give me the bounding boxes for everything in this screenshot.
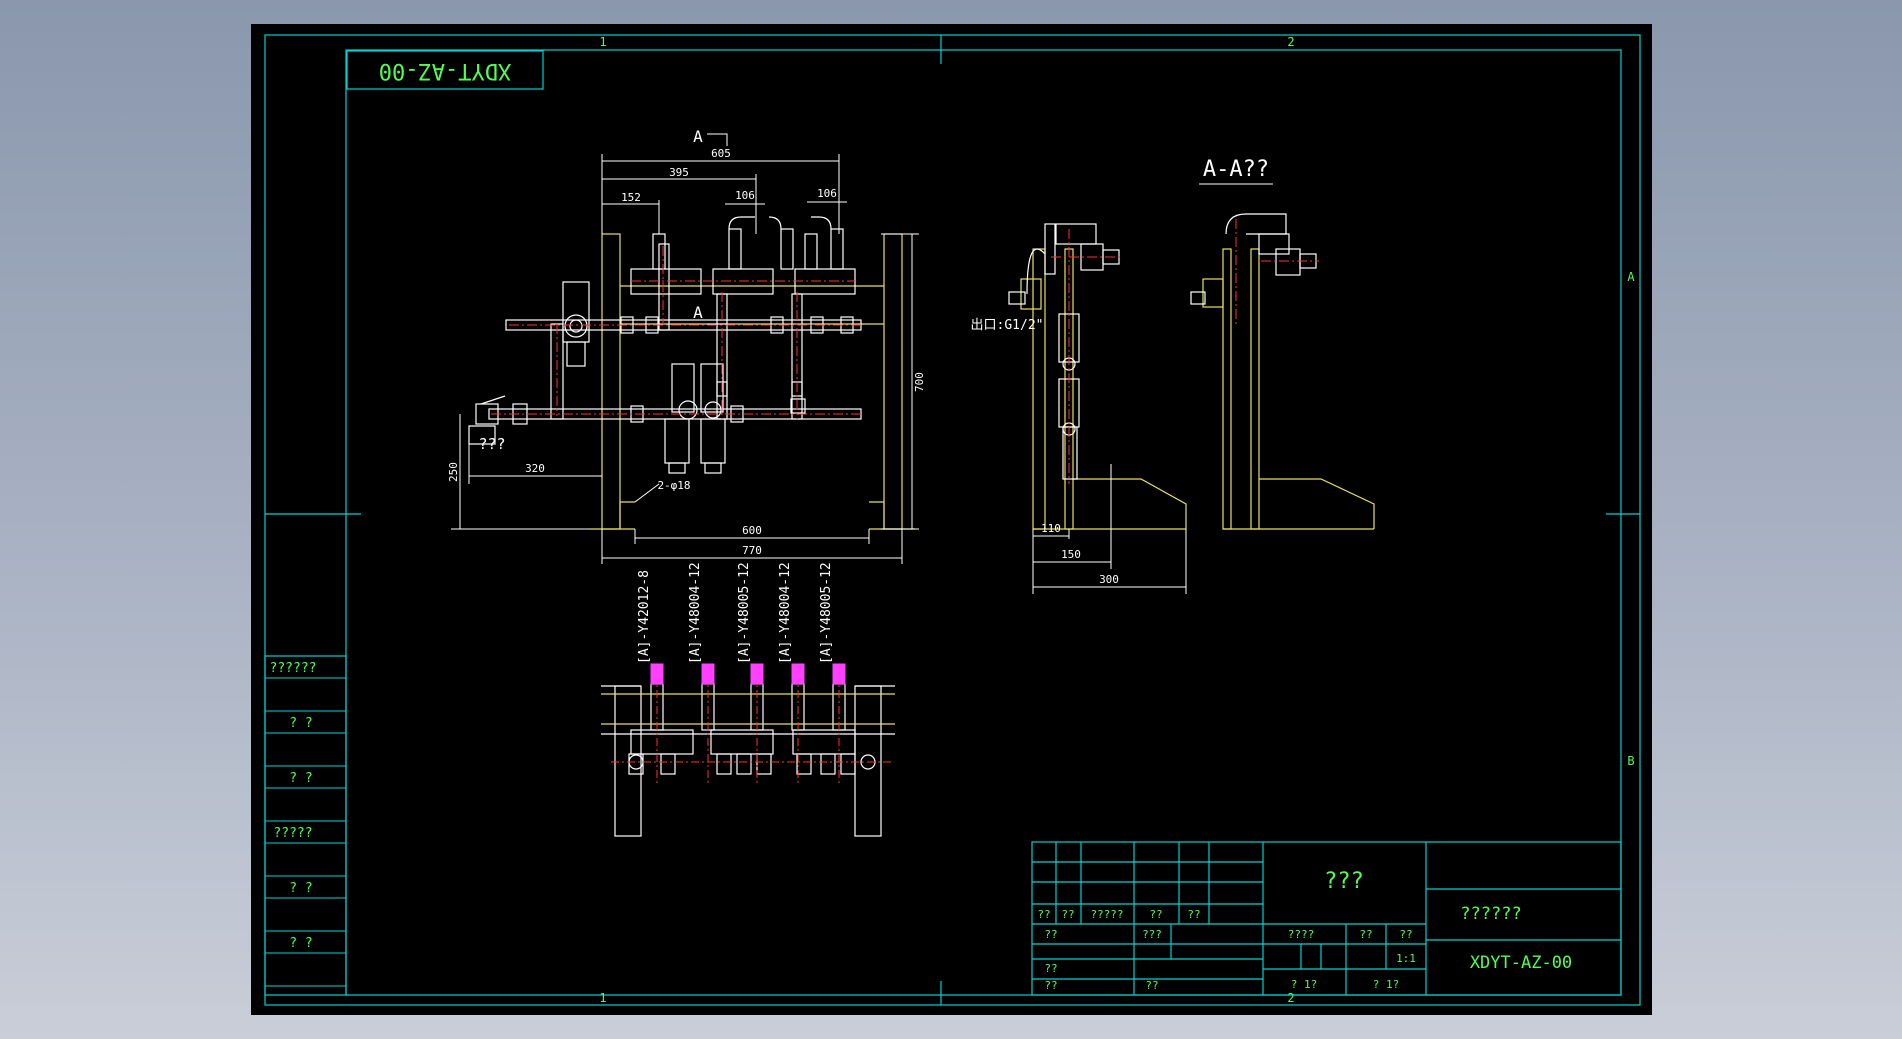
zone-bottom-1: 1 (599, 991, 606, 1005)
tb-hdr-1: ?? (1037, 908, 1050, 921)
title-block: ?? ?? ????? ?? ?? ?? ??? ?? ?? ?? ???? ?… (1031, 841, 1622, 996)
left-revision-strip: ?????? ? ? ? ? ????? ? ? ? ? (264, 655, 347, 996)
tb-scale-val: 1:1 (1396, 952, 1416, 965)
hole-note: 2-φ18 (657, 479, 690, 492)
dim-700: 700 (913, 372, 926, 392)
front-view: 605 395 152 106 106 700 250 320 600 770 … (447, 127, 926, 564)
dim-150: 150 (1061, 548, 1081, 561)
tb-row-c2: ?? (1145, 979, 1158, 992)
strip-cell-3: ? ? (289, 771, 312, 786)
dim-250: 250 (447, 462, 460, 482)
strip-cell-5: ? ? (289, 881, 312, 896)
dim-395: 395 (669, 166, 689, 179)
inlet-label: ??? (478, 435, 505, 453)
tb-hdr-5: ?? (1187, 908, 1200, 921)
tb-sheet-a: ? 1? (1291, 978, 1318, 991)
tb-row-b1: ?? (1044, 962, 1057, 975)
tb-drawing-name: ??? (1324, 869, 1364, 894)
drawing-viewport[interactable]: 1 2 1 2 A B XDYT-AZ-00 ?????? ? ? (251, 24, 1652, 1015)
outlet-label: 出口:G1/2" (971, 318, 1044, 333)
section-marker-top: A (693, 127, 703, 146)
tb-hdr-3: ????? (1090, 908, 1123, 921)
strip-cell-4: ????? (273, 826, 312, 841)
strip-cell-2: ? ? (289, 716, 312, 731)
tb-company: ?????? (1460, 904, 1521, 924)
tb-hdr-2: ?? (1061, 908, 1074, 921)
dim-770: 770 (742, 544, 762, 557)
sheet-frame (264, 34, 1641, 1006)
top-view: [A]-Y42012-8 [A]-Y48004-12 [A]-Y48005-12… (601, 562, 895, 837)
drawing-code-stamp: XDYT-AZ-00 (346, 50, 544, 90)
tb-code: XDYT-AZ-00 (1470, 953, 1572, 973)
tb-row-a2: ??? (1142, 928, 1162, 941)
zone-right-b: B (1627, 754, 1634, 768)
tb-sheet-b: ? 1? (1373, 978, 1400, 991)
dim-600: 600 (742, 524, 762, 537)
zone-right-a: A (1627, 270, 1635, 284)
dim-110: 110 (1041, 522, 1061, 535)
dim-320: 320 (525, 462, 545, 475)
zone-top-2: 2 (1287, 35, 1294, 49)
zone-bottom-2: 2 (1287, 991, 1294, 1005)
stamp-code: XDYT-AZ-00 (379, 58, 511, 83)
dim-152: 152 (621, 191, 641, 204)
cad-drawing: 1 2 1 2 A B XDYT-AZ-00 ?????? ? ? (264, 34, 1641, 1006)
dim-605: 605 (711, 147, 731, 160)
dim-106-b: 106 (817, 187, 837, 200)
tb-row-c1: ?? (1044, 979, 1057, 992)
tb-scale: ?? (1399, 928, 1412, 941)
part-label-3: [A]-Y48005-12 (737, 562, 752, 664)
tb-hdr-4: ?? (1149, 908, 1162, 921)
tb-row-a1: ?? (1044, 928, 1057, 941)
strip-cell-6: ? ? (289, 936, 312, 951)
tb-weight: ?? (1359, 928, 1372, 941)
zone-top-1: 1 (599, 35, 606, 49)
section-view: A-A?? (1190, 157, 1375, 530)
section-marker-mid: A (693, 303, 703, 322)
part-label-5: [A]-Y48005-12 (819, 562, 834, 664)
part-label-2: [A]-Y48004-12 (688, 562, 703, 664)
section-title: A-A?? (1203, 157, 1269, 182)
dim-106-a: 106 (735, 189, 755, 202)
side-view: 110 150 300 出口:G1/2" (971, 223, 1187, 594)
dim-300: 300 (1099, 573, 1119, 586)
zone-labels: 1 2 1 2 A B (599, 35, 1635, 1005)
part-label-1: [A]-Y42012-8 (637, 570, 652, 664)
strip-cell-1: ?????? (270, 661, 317, 676)
part-label-4: [A]-Y48004-12 (778, 562, 793, 664)
tb-stage: ???? (1288, 928, 1315, 941)
